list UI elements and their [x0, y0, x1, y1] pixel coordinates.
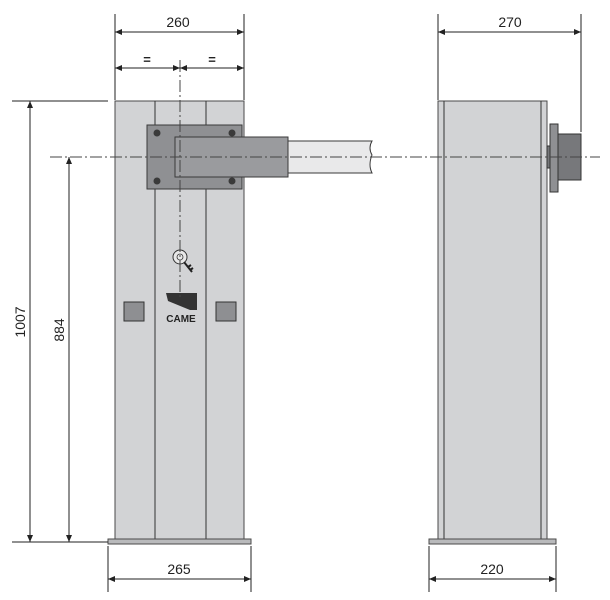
came-logo-icon: CAME: [166, 293, 197, 325]
bolt-bottom-left: [153, 177, 161, 185]
dim-1007-label: 1007: [12, 306, 28, 337]
side-view: [428, 100, 582, 545]
dimension-lines: 260 = = 1007 884 265 270 220: [12, 14, 582, 592]
window-left: [123, 301, 145, 322]
dim-half-right-label: =: [208, 52, 216, 67]
window-right: [215, 301, 237, 322]
front-base-plate: [107, 538, 252, 545]
dim-260-label: 260: [166, 14, 190, 30]
bolt-top-right: [228, 129, 236, 137]
side-flange-neck: [546, 145, 551, 169]
cabinet-side-body: [437, 100, 548, 540]
dim-265-label: 265: [167, 561, 191, 577]
dim-half-left-label: =: [143, 52, 151, 67]
dim-884-label: 884: [51, 318, 67, 342]
front-view: CAME: [107, 60, 373, 545]
dim-220-label: 220: [480, 561, 504, 577]
side-base-plate: [428, 538, 557, 545]
bolt-bottom-right: [228, 177, 236, 185]
bolt-top-left: [153, 129, 161, 137]
side-flange-plate: [549, 123, 559, 193]
logo-label: CAME: [166, 314, 196, 325]
dim-270-label: 270: [498, 14, 522, 30]
